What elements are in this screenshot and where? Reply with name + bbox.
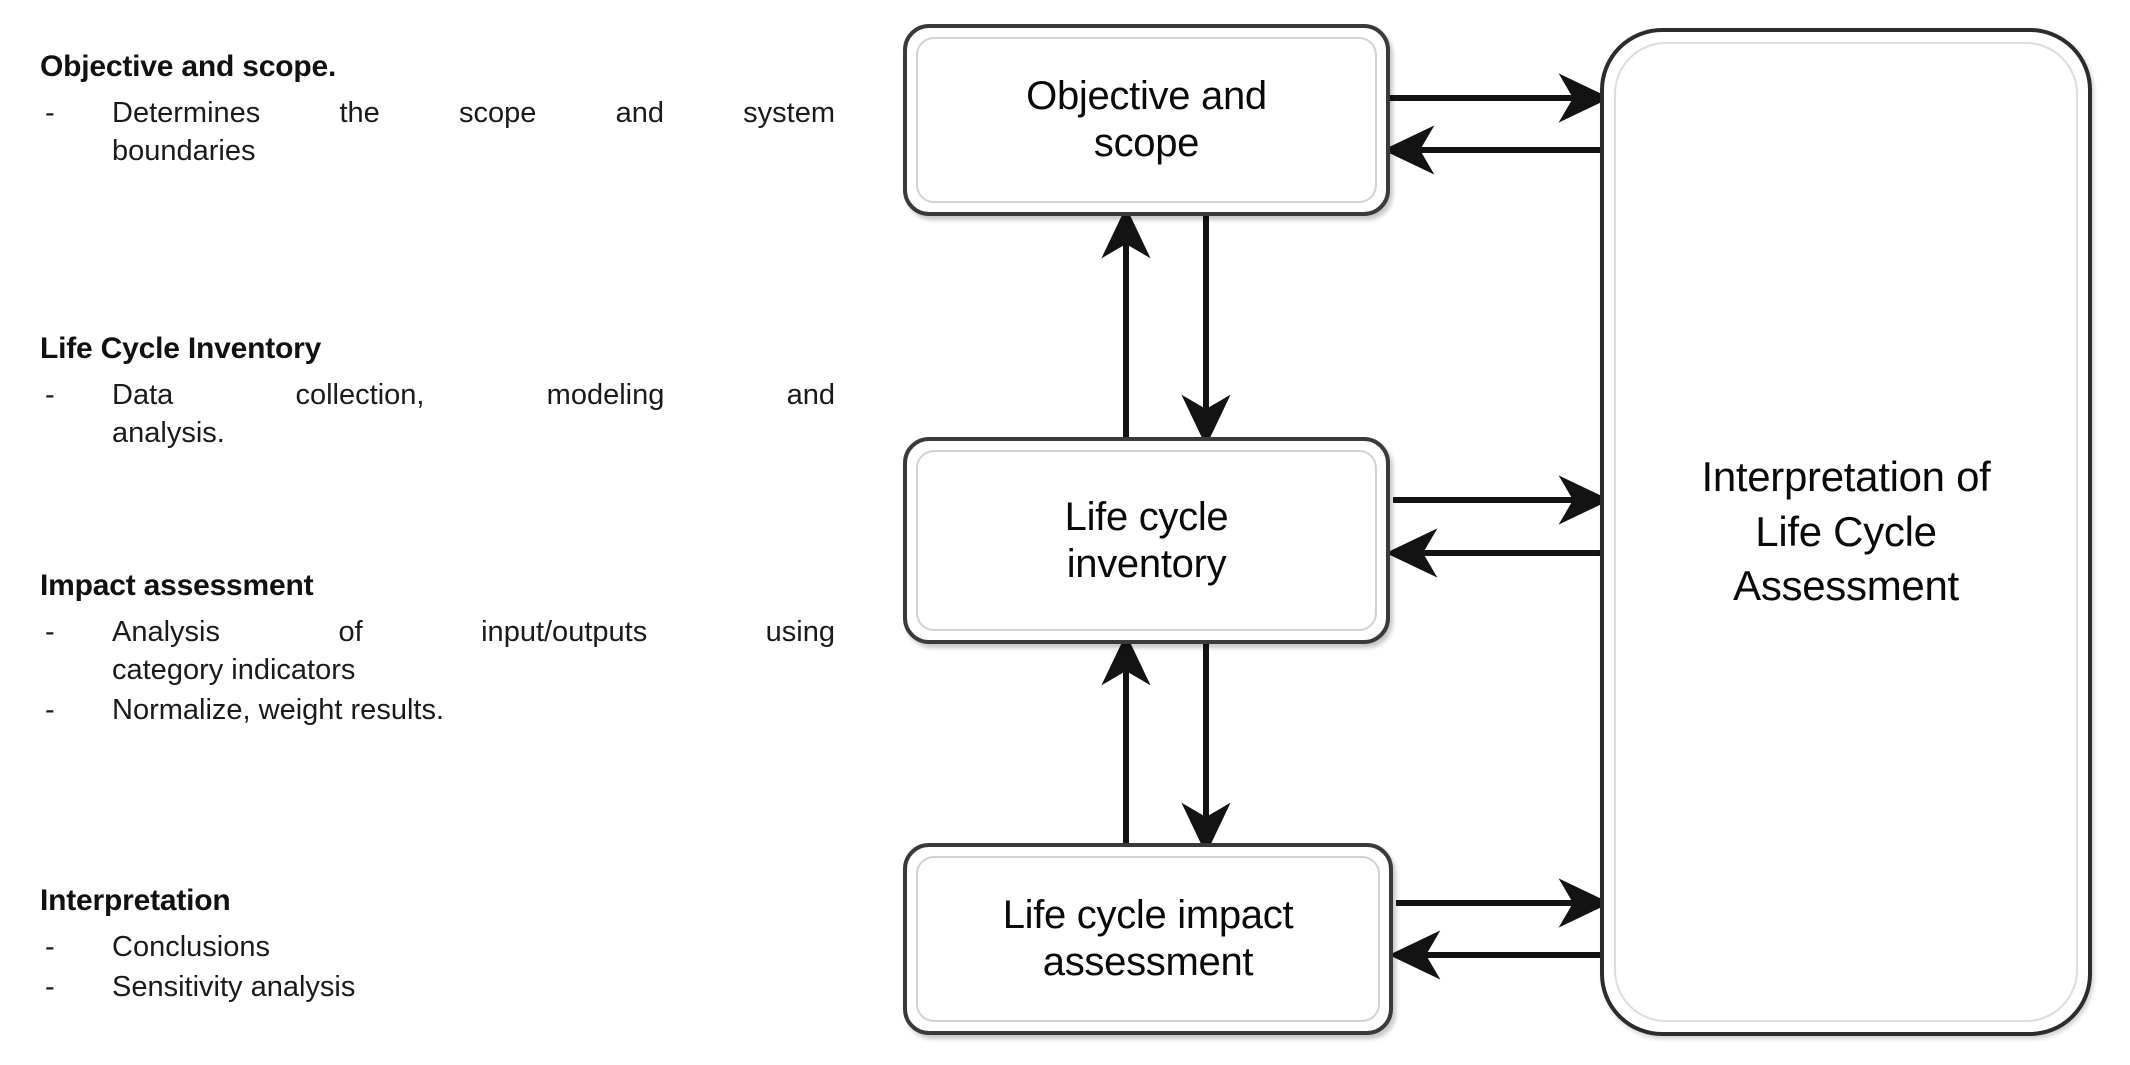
stage-box-label: Objective and scope bbox=[923, 73, 1370, 167]
bullet-dash: - bbox=[45, 970, 55, 1003]
section-title: Life Cycle Inventory bbox=[40, 332, 322, 365]
bullet-dash: - bbox=[45, 96, 55, 129]
bullet-text: Analysis of input/outputs using category… bbox=[112, 613, 835, 690]
stage-label-line3: Assessment bbox=[1733, 562, 1959, 610]
section-title: Impact assessment bbox=[40, 569, 314, 602]
stage-box-life-cycle-inventory[interactable]: Life cycle inventory bbox=[903, 437, 1390, 644]
bullet-text-line2: boundaries bbox=[112, 134, 256, 167]
list-item: - Data collection, modeling and analysis… bbox=[40, 376, 835, 453]
list-item: - Determines the scope and system bounda… bbox=[40, 94, 835, 171]
list-item: - Normalize, weight results. bbox=[40, 691, 835, 729]
bullet-list: - Analysis of input/outputs using catego… bbox=[40, 613, 835, 730]
section-interpretation: Interpretation - Conclusions - Sensitivi… bbox=[40, 882, 835, 1008]
stage-box-label: Life cycle inventory bbox=[923, 493, 1370, 587]
stage-label-line2: Life Cycle bbox=[1755, 507, 1937, 555]
list-item: - Sensitivity analysis bbox=[40, 968, 835, 1006]
bullet-text-line1: Analysis of input/outputs using bbox=[112, 615, 835, 648]
stage-label-line2: assessment bbox=[1042, 940, 1254, 984]
stage-label-line1: Life cycle impact bbox=[1002, 892, 1294, 937]
stage-box-life-cycle-impact-assessment[interactable]: Life cycle impact assessment bbox=[903, 843, 1393, 1035]
stage-label-line1: Life cycle bbox=[1064, 494, 1229, 539]
bullet-text-line2: analysis. bbox=[112, 416, 225, 449]
bullet-text-line1: Data collection, modeling and bbox=[112, 378, 835, 411]
stage-label-line2: inventory bbox=[1066, 541, 1227, 586]
bullet-text-line1: Determines the scope and system bbox=[112, 96, 835, 129]
stage-box-interpretation-of-lca[interactable]: Interpretation of Life Cycle Assessment bbox=[1600, 28, 2092, 1036]
bullet-dash: - bbox=[45, 615, 55, 648]
bullet-text-line2: category indicators bbox=[112, 653, 356, 686]
bullet-list: - Determines the scope and system bounda… bbox=[40, 94, 835, 171]
stage-box-label: Life cycle impact assessment bbox=[923, 892, 1373, 986]
bullet-text: Determines the scope and system boundari… bbox=[112, 94, 835, 171]
section-objective-and-scope: Objective and scope. - Determines the sc… bbox=[40, 48, 835, 172]
section-title: Interpretation bbox=[40, 884, 231, 917]
stage-label-line2: scope bbox=[1093, 121, 1200, 165]
stage-box-objective-and-scope[interactable]: Objective and scope bbox=[903, 24, 1390, 216]
stage-label-line1: Objective and bbox=[1026, 73, 1267, 118]
stage-label-line1: Interpretation of bbox=[1701, 453, 1991, 501]
bullet-dash: - bbox=[45, 930, 55, 963]
section-impact-assessment: Impact assessment - Analysis of input/ou… bbox=[40, 567, 835, 731]
bullet-text: Sensitivity analysis bbox=[112, 970, 356, 1003]
bullet-text: Normalize, weight results. bbox=[112, 694, 444, 727]
bullet-text: Conclusions bbox=[112, 930, 270, 963]
stage-box-label: Interpretation of Life Cycle Assessment bbox=[1628, 450, 2064, 614]
bullet-list: - Conclusions - Sensitivity analysis bbox=[40, 928, 835, 1007]
section-title: Objective and scope. bbox=[40, 50, 337, 83]
bullet-dash: - bbox=[45, 378, 55, 411]
bullet-dash: - bbox=[45, 694, 55, 727]
bullet-text: Data collection, modeling and analysis. bbox=[112, 376, 835, 453]
section-life-cycle-inventory: Life Cycle Inventory - Data collection, … bbox=[40, 330, 835, 454]
list-item: - Conclusions bbox=[40, 928, 835, 966]
list-item: - Analysis of input/outputs using catego… bbox=[40, 613, 835, 690]
left-text-column: Objective and scope. - Determines the sc… bbox=[40, 0, 840, 1065]
bullet-list: - Data collection, modeling and analysis… bbox=[40, 376, 835, 453]
